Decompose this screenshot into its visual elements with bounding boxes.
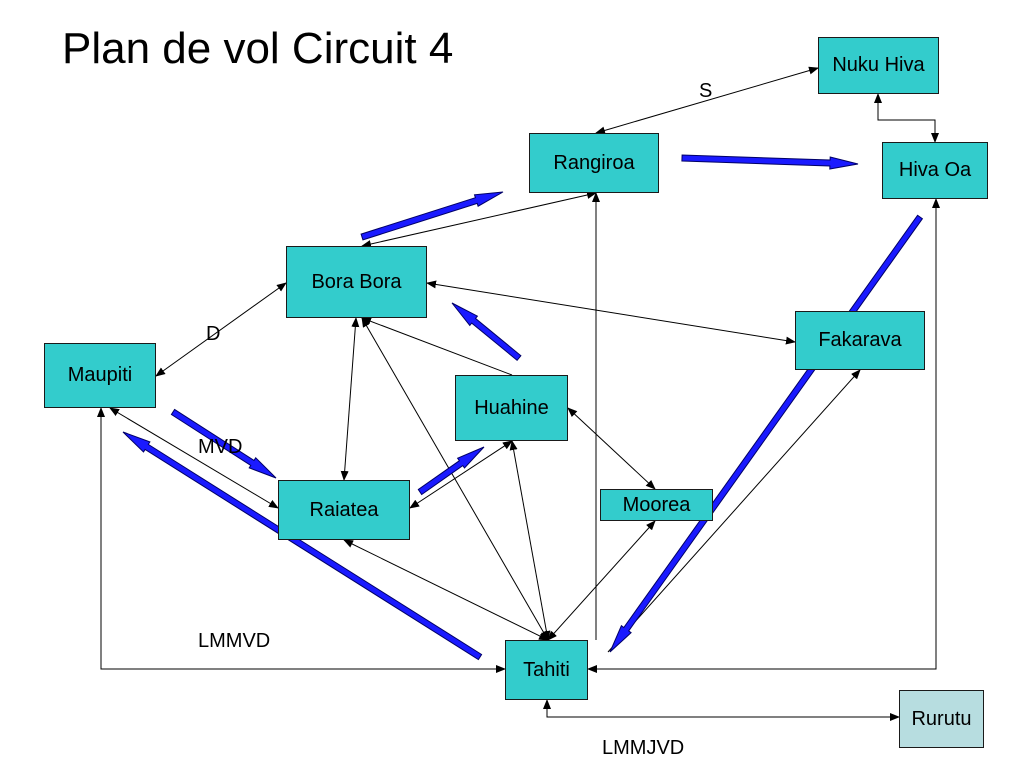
route-huahine-moorea (567, 407, 656, 490)
direction-arrow-bora-bora-rangiroa (360, 191, 504, 241)
direction-arrow-raiatea-huahine (417, 446, 485, 496)
direction-arrow-huahine-bora-bora (451, 302, 522, 362)
route-maupiti-tahiti (97, 407, 506, 673)
route-rangiroa-nuku-hiva (595, 66, 819, 135)
node-rurutu[interactable]: Rurutu (899, 690, 984, 748)
node-rangiroa[interactable]: Rangiroa (529, 133, 659, 193)
route-bora-bora-rangiroa (361, 191, 597, 248)
route-huahine-raiatea (409, 440, 513, 509)
node-moorea[interactable]: Moorea (600, 489, 713, 521)
node-nuku-hiva[interactable]: Nuku Hiva (818, 37, 939, 94)
node-hiva-oa[interactable]: Hiva Oa (882, 142, 988, 199)
direction-arrow-hiva-oa-tahiti (609, 214, 924, 653)
label-lmmjvd: LMMJVD (602, 737, 685, 759)
node-bora-bora[interactable]: Bora Bora (286, 246, 427, 318)
route-bora-bora-huahine (361, 317, 513, 376)
route-bora-bora-maupiti (155, 282, 287, 377)
route-moorea-tahiti (547, 520, 656, 641)
route-nuku-hiva-hiva-oa (874, 93, 939, 143)
node-huahine[interactable]: Huahine (455, 375, 568, 441)
route-huahine-tahiti (509, 440, 551, 641)
direction-arrow-rangiroa-hiva-oa (681, 154, 859, 170)
route-tahiti-hiva-oa (587, 198, 940, 673)
label-mvd: MVD (198, 436, 243, 458)
direction-arrow-maupiti-raiatea (170, 408, 277, 479)
label-s: S (699, 80, 713, 102)
node-tahiti[interactable]: Tahiti (505, 640, 588, 700)
direction-arrow-tahiti-maupiti (122, 431, 483, 661)
node-raiatea[interactable]: Raiatea (278, 480, 410, 540)
label-d: D (206, 323, 221, 345)
node-maupiti[interactable]: Maupiti (44, 343, 156, 408)
page-title: Plan de vol Circuit 4 (62, 24, 454, 73)
route-tahiti-rurutu (543, 699, 900, 721)
route-bora-bora-fakarava (426, 280, 796, 345)
label-lmmvd: LMMVD (198, 630, 271, 652)
node-fakarava[interactable]: Fakarava (795, 311, 925, 370)
route-bora-bora-raiatea (340, 317, 360, 481)
